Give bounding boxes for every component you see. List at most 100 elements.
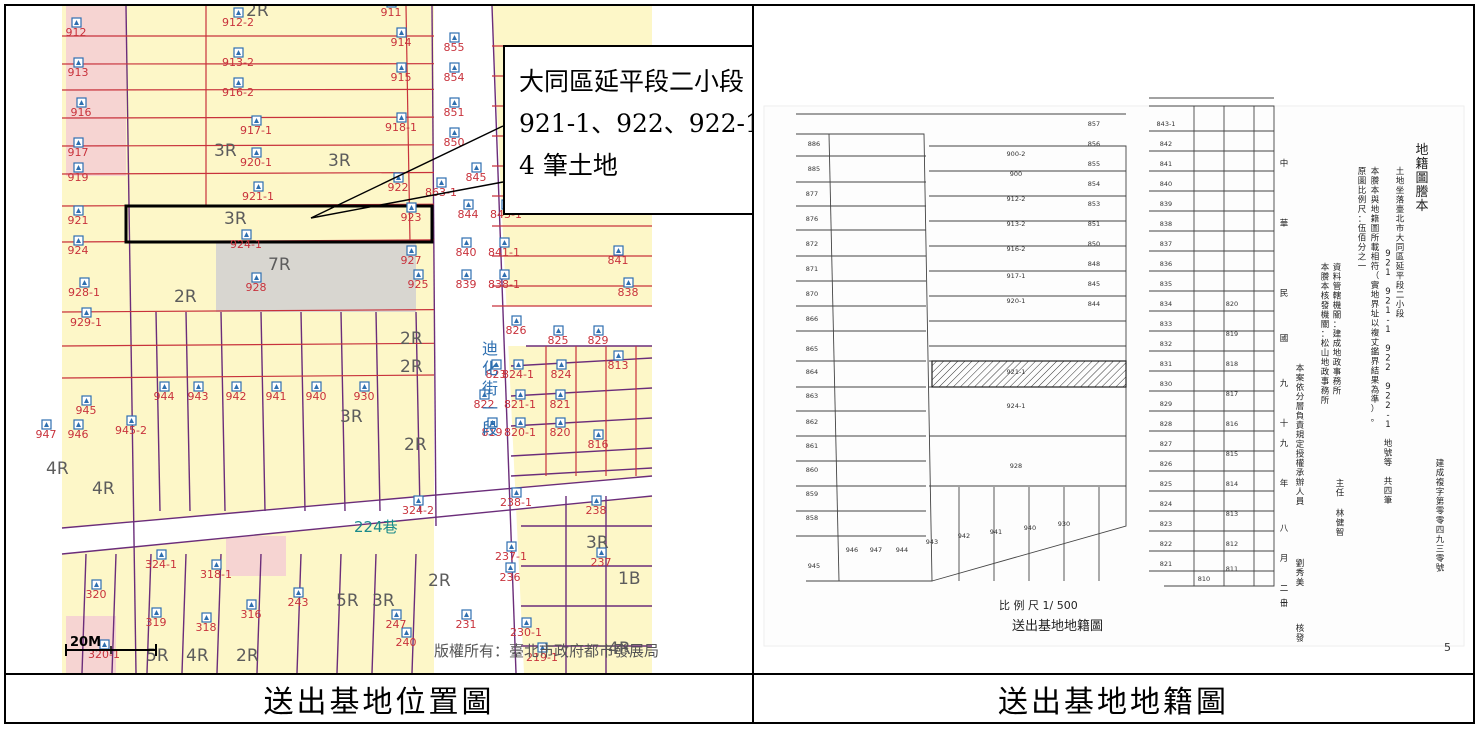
svg-text:十: 十 xyxy=(1280,598,1289,609)
parcel-marker[interactable]: 924 xyxy=(68,235,89,257)
parcel-marker[interactable]: 911 xyxy=(381,6,402,19)
parcel-marker[interactable]: 844 xyxy=(458,199,479,221)
parcel-marker[interactable]: 912 xyxy=(66,17,87,39)
parcel-marker[interactable]: 850 xyxy=(444,127,465,149)
parcel-marker[interactable]: 236 xyxy=(500,562,521,584)
parcel-marker[interactable]: 316 xyxy=(241,599,262,621)
parcel-marker[interactable]: 219-1 xyxy=(526,642,558,664)
cadastral-parcel-label: 843-1 xyxy=(1157,120,1176,128)
parcel-marker[interactable]: 917 xyxy=(68,137,89,159)
parcel-marker[interactable]: 923 xyxy=(401,202,422,224)
cadastral-parcel-label: 811 xyxy=(1226,565,1238,573)
parcel-marker[interactable]: 921 xyxy=(68,205,89,227)
svg-text:層: 層 xyxy=(1296,402,1305,412)
parcel-marker[interactable]: 928 xyxy=(246,272,267,294)
parcel-marker[interactable]: 318-1 xyxy=(200,559,232,581)
parcel-marker[interactable]: 851 xyxy=(444,97,465,119)
parcel-marker[interactable]: 821-1 xyxy=(504,389,536,411)
zone-label: 3R xyxy=(328,151,351,171)
parcel-marker[interactable]: 822 xyxy=(474,389,495,411)
parcel-marker[interactable]: 845 xyxy=(466,162,487,184)
parcel-marker[interactable]: 243 xyxy=(288,587,309,609)
parcel-marker[interactable]: 922 xyxy=(388,172,409,194)
parcel-marker[interactable]: 825 xyxy=(548,325,569,347)
parcel-marker[interactable]: 826 xyxy=(506,315,527,337)
parcel-marker[interactable]: 237 xyxy=(591,547,612,569)
parcel-marker[interactable]: 921-1 xyxy=(242,181,274,203)
parcel-house-icon xyxy=(233,47,244,58)
parcel-marker[interactable]: 945 xyxy=(76,395,97,417)
parcel-marker[interactable]: 854 xyxy=(444,62,465,84)
parcel-marker[interactable]: 824-1 xyxy=(502,359,534,381)
parcel-marker[interactable]: 816 xyxy=(588,429,609,451)
parcel-marker[interactable]: 230-1 xyxy=(510,617,542,639)
cadastral-parcel-label: 810 xyxy=(1198,575,1210,583)
parcel-marker[interactable]: 916-2 xyxy=(222,77,254,99)
parcel-marker[interactable]: 319 xyxy=(146,607,167,629)
svg-text:華: 華 xyxy=(1280,218,1289,229)
parcel-marker[interactable]: 240 xyxy=(396,627,417,649)
parcel-marker[interactable]: 819 xyxy=(482,417,503,439)
svg-text:零: 零 xyxy=(1436,554,1445,564)
parcel-marker[interactable]: 838 xyxy=(618,277,639,299)
parcel-marker[interactable]: 913-2 xyxy=(222,47,254,69)
parcel-marker[interactable]: 944 xyxy=(154,381,175,403)
parcel-marker[interactable]: 918-1 xyxy=(385,112,417,134)
parcel-marker[interactable]: 821 xyxy=(550,389,571,411)
parcel-marker[interactable]: 913 xyxy=(68,57,89,79)
parcel-marker[interactable]: 915 xyxy=(391,62,412,84)
parcel-marker[interactable]: 912-2 xyxy=(222,7,254,29)
parcel-marker[interactable]: 927 xyxy=(401,245,422,267)
parcel-marker[interactable]: 237-1 xyxy=(495,541,527,563)
parcel-marker[interactable]: 238-1 xyxy=(500,487,532,509)
parcel-marker[interactable]: 231 xyxy=(456,609,477,631)
parcel-marker[interactable]: 838-1 xyxy=(488,269,520,291)
parcel-marker[interactable]: 829 xyxy=(588,325,609,347)
parcel-marker[interactable]: 929-1 xyxy=(70,307,102,329)
parcel-house-icon xyxy=(233,7,244,18)
cadastral-map-canvas[interactable]: 900-2900912-2913-2916-2917-1920-1921-192… xyxy=(754,6,1473,673)
parcel-marker[interactable]: 920-1 xyxy=(240,147,272,169)
column-divider xyxy=(752,4,754,724)
caption-divider xyxy=(4,673,1475,675)
parcel-marker[interactable]: 945-2 xyxy=(115,415,147,437)
parcel-marker[interactable]: 946 xyxy=(68,419,89,441)
parcel-house-icon xyxy=(73,162,84,173)
parcel-number: 318-1 xyxy=(200,568,232,581)
parcel-marker[interactable]: 917-1 xyxy=(240,115,272,137)
parcel-marker[interactable]: 947 xyxy=(36,419,57,441)
parcel-marker[interactable]: 919 xyxy=(68,162,89,184)
parcel-marker[interactable]: 318 xyxy=(196,612,217,634)
parcel-marker[interactable]: 813 xyxy=(608,350,629,372)
parcel-marker[interactable]: 839 xyxy=(456,269,477,291)
parcel-marker[interactable]: 824 xyxy=(551,359,572,381)
parcel-marker[interactable]: 925 xyxy=(408,269,429,291)
parcel-marker[interactable]: 928-1 xyxy=(68,277,100,299)
parcel-marker[interactable]: 820 xyxy=(550,417,571,439)
parcel-marker[interactable]: 916 xyxy=(71,97,92,119)
parcel-marker[interactable]: 840 xyxy=(456,237,477,259)
parcel-marker[interactable]: 247 xyxy=(386,609,407,631)
parcel-marker[interactable]: 941 xyxy=(266,381,287,403)
parcel-marker[interactable]: 320 xyxy=(86,579,107,601)
parcel-marker[interactable]: 841 xyxy=(608,245,629,267)
parcel-marker[interactable]: 324-2 xyxy=(402,495,434,517)
parcel-marker[interactable]: 943 xyxy=(188,381,209,403)
cadastral-parcel-label: 920-1 xyxy=(1007,297,1026,305)
parcel-marker[interactable]: 238 xyxy=(586,495,607,517)
parcel-marker[interactable]: 942 xyxy=(226,381,247,403)
parcel-marker[interactable]: 914 xyxy=(391,27,412,49)
parcel-marker[interactable]: 324-1 xyxy=(145,549,177,571)
parcel-marker[interactable]: 930 xyxy=(354,381,375,403)
parcel-marker[interactable]: 820-1 xyxy=(504,417,536,439)
parcel-marker[interactable]: 823 xyxy=(486,359,507,381)
parcel-house-icon xyxy=(556,359,567,370)
parcel-marker[interactable]: 940 xyxy=(306,381,327,403)
location-map-canvas[interactable]: 912-2 912 913 913-2 916-2 916 917-1 917 920-1 919… xyxy=(6,6,752,673)
location-map[interactable]: 912-2 912 913 913-2 916-2 916 917-1 917 920-1 919… xyxy=(6,6,752,673)
parcel-marker[interactable]: 855 xyxy=(444,32,465,54)
parcel-marker[interactable]: 841-1 xyxy=(488,237,520,259)
parcel-marker[interactable]: 924-1 xyxy=(230,229,262,251)
